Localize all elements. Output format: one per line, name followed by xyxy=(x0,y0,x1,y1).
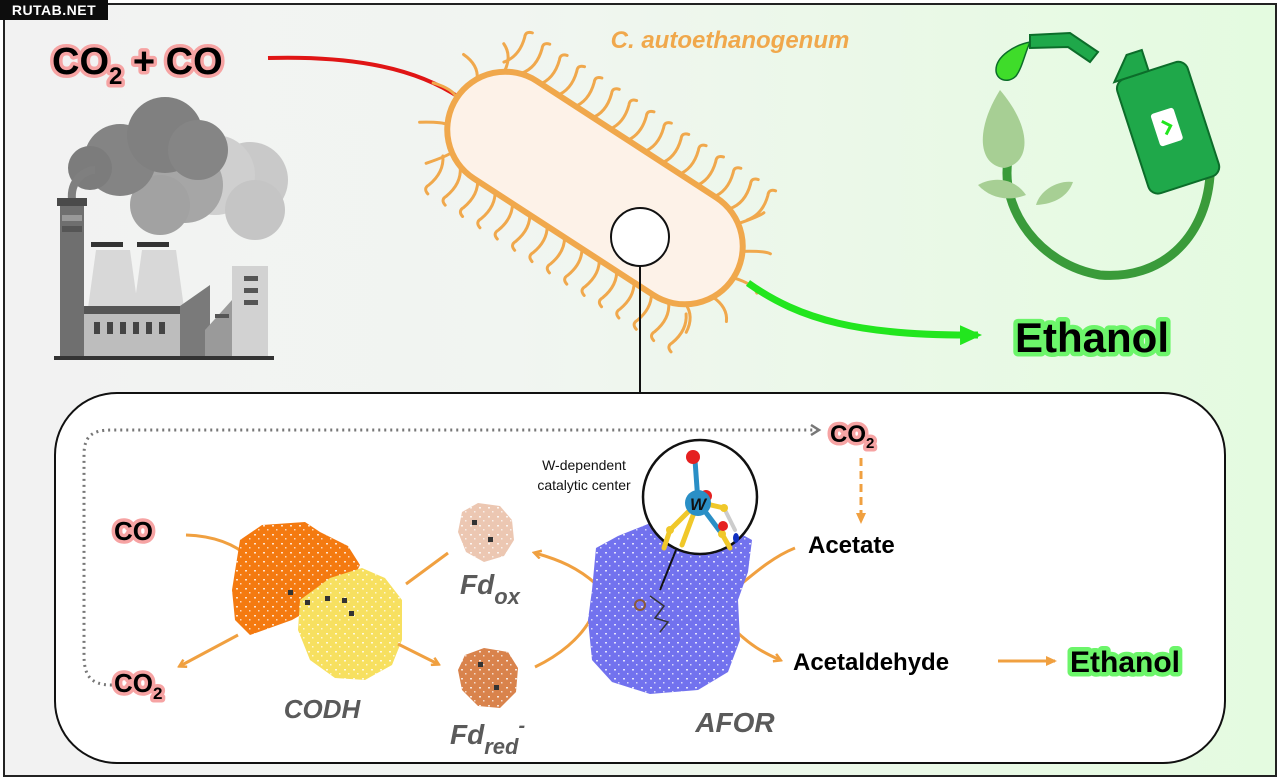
afor-to-fdox-arrow xyxy=(535,553,597,586)
afor-protein xyxy=(588,524,752,694)
flagellum xyxy=(741,249,772,256)
input-gas-label: CO2 + CO xyxy=(49,38,227,94)
co2-recycle-dotted-arrow xyxy=(82,430,818,687)
bacterium-body xyxy=(444,68,746,308)
watermark: RUTAB.NET xyxy=(0,0,108,20)
flagellum xyxy=(476,188,497,230)
product-ethanol-label: Ethanol xyxy=(1015,314,1169,361)
tungsten-symbol: W xyxy=(690,495,708,514)
flagellum xyxy=(667,312,688,354)
svg-text:CO2 + CO: CO2 + CO xyxy=(52,41,223,90)
co-input-label: CO xyxy=(114,516,153,546)
biofuel-icon xyxy=(978,31,1221,280)
co2-output-label: CO2 xyxy=(114,668,162,703)
flagellum xyxy=(511,210,532,252)
fd-ox-label: Fdox xyxy=(460,569,521,609)
flagellum xyxy=(615,278,636,320)
fd-red-label: Fdred- xyxy=(450,715,525,759)
acetate-to-afor-arrow xyxy=(739,546,796,587)
flagellum xyxy=(554,64,587,98)
flagellum xyxy=(580,256,601,297)
flagellum xyxy=(563,244,584,286)
pathway-ethanol-label: Ethanol xyxy=(1070,646,1180,679)
flagellum xyxy=(418,120,449,127)
flagellum xyxy=(658,132,691,166)
flagellum xyxy=(676,143,708,177)
flagellum xyxy=(623,109,656,143)
bacterium-icon xyxy=(418,30,778,354)
afor-label: AFOR xyxy=(694,707,775,738)
zoom-indicator-circle xyxy=(610,207,670,267)
flagellum xyxy=(441,165,462,207)
flagellum xyxy=(693,154,725,188)
acetaldehyde-label: Acetaldehyde xyxy=(793,649,949,676)
flagellum xyxy=(424,154,445,196)
flagellum xyxy=(606,98,639,132)
flagellum xyxy=(589,87,621,120)
acetate-label: Acetate xyxy=(808,532,895,559)
co2-recycled-label: CO2 xyxy=(830,421,874,452)
flagellum xyxy=(736,211,766,226)
codh-protein xyxy=(232,522,402,680)
flagellum xyxy=(571,75,604,109)
codh-label: CODH xyxy=(284,694,362,724)
catalytic-center-label-line2: catalytic center xyxy=(537,477,631,493)
output-arrow xyxy=(745,280,982,346)
flagellum xyxy=(431,81,459,100)
flagellum xyxy=(545,233,567,275)
catalytic-center-label-line1: W-dependent xyxy=(542,457,626,473)
flagellum xyxy=(458,177,480,218)
fd-ox-protein xyxy=(458,503,514,562)
flagellum xyxy=(502,30,534,64)
flagellum xyxy=(528,222,549,264)
codh-to-co2-arrow xyxy=(180,633,239,666)
factory-icon xyxy=(54,97,288,360)
flagellum xyxy=(641,121,673,154)
flagellum xyxy=(710,166,743,199)
catalytic-center-inset: W xyxy=(641,438,759,556)
codh-to-fdred-arrow xyxy=(397,642,438,664)
flagellum xyxy=(650,301,671,343)
flagellum xyxy=(632,289,653,331)
fd-red-protein xyxy=(458,648,518,708)
organism-name: C. autoethanogenum xyxy=(611,27,850,54)
flagellum xyxy=(728,177,760,211)
flagellum xyxy=(597,267,619,309)
fdox-to-codh-arrow xyxy=(405,551,449,586)
flagellum xyxy=(537,53,569,87)
input-arrow xyxy=(267,55,462,100)
catalytic-center-pointer xyxy=(659,549,677,591)
flagellum xyxy=(519,42,552,75)
flagellum xyxy=(493,199,514,241)
flagellum xyxy=(745,188,778,222)
fdred-to-afor-arrow xyxy=(534,619,592,669)
